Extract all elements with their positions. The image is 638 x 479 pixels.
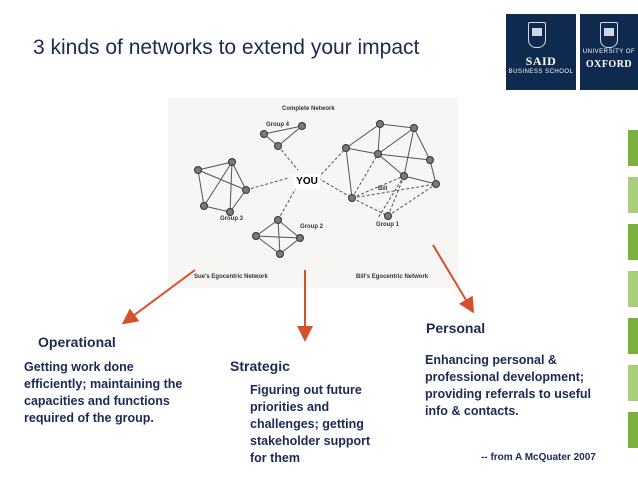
network-diagram: Complete Network Group 4 Group 3 Group 2…	[168, 98, 458, 288]
said-business-school-logo: SAID BUSINESS SCHOOL	[506, 14, 576, 90]
operational-line: Getting work done	[24, 360, 134, 374]
bill-label: Bill	[378, 186, 388, 192]
personal-line: providing referrals to useful	[425, 387, 592, 401]
you-label: YOU	[294, 174, 320, 189]
side-bar	[628, 412, 638, 448]
group3-label: Group 3	[220, 216, 244, 222]
arrow-operational	[121, 269, 196, 325]
operational-line: required of the group.	[24, 411, 154, 425]
side-bar	[628, 130, 638, 166]
group2-label: Group 2	[300, 224, 324, 230]
personal-line: professional development;	[425, 370, 585, 384]
side-bar	[628, 318, 638, 354]
complete-network-label: Complete Network	[282, 106, 335, 112]
strategic-line: Figuring out future	[250, 383, 362, 397]
personal-heading: Personal	[426, 320, 486, 336]
oxford-logo-text: OXFORD	[585, 59, 633, 70]
said-logo-text: SAID	[525, 54, 557, 68]
side-bar	[628, 271, 638, 307]
strategic-line: priorities and	[250, 400, 330, 414]
strategic-description: Figuring out future priorities and chall…	[250, 382, 410, 467]
bill-network-label: Bill's Egocentric Network	[356, 274, 429, 280]
operational-heading: Operational	[38, 334, 116, 350]
operational-description: Getting work done efficiently; maintaini…	[24, 359, 224, 427]
arrow-personal	[432, 244, 475, 314]
strategic-heading: Strategic	[230, 358, 290, 374]
strategic-line: challenges; getting	[250, 417, 364, 431]
personal-line: Enhancing personal &	[425, 353, 557, 367]
group1-label: Group 1	[376, 222, 400, 228]
decorative-side-bars	[628, 130, 638, 459]
personal-description: Enhancing personal & professional develo…	[425, 352, 625, 420]
oxford-university-logo: UNIVERSITY OF OXFORD	[580, 14, 638, 90]
group4-label: Group 4	[266, 122, 290, 128]
source-credit: -- from A McQuater 2007	[481, 452, 596, 463]
sue-network-label: Sue's Egocentric Network	[194, 274, 268, 280]
operational-line: capacities and functions	[24, 394, 170, 408]
slide-title: 3 kinds of networks to extend your impac…	[33, 36, 420, 59]
said-logo-subtext: BUSINESS SCHOOL	[508, 69, 574, 75]
strategic-line: stakeholder support	[250, 434, 371, 448]
network-graph	[194, 120, 440, 258]
strategic-line: for them	[250, 451, 300, 465]
side-bar	[628, 224, 638, 260]
side-bar	[628, 365, 638, 401]
personal-line: info & contacts.	[425, 404, 519, 418]
side-bar	[628, 177, 638, 213]
oxford-crest-icon	[600, 22, 618, 48]
oxford-logo-subtext: UNIVERSITY OF	[582, 49, 636, 55]
operational-line: efficiently; maintaining the	[24, 377, 183, 391]
crest-icon	[528, 22, 546, 48]
